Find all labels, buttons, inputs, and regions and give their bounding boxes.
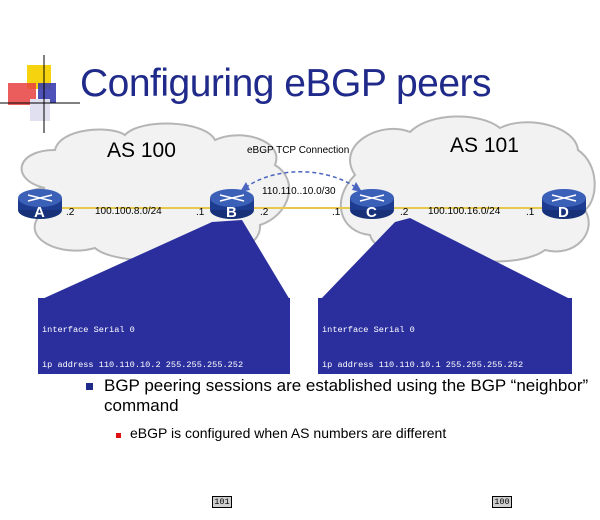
config-b-line4: network 100.100.8.0 mask 255.255.255.0 [42, 462, 244, 473]
bullet-marker [86, 383, 93, 390]
config-c-line1: interface Serial 0 [322, 325, 415, 335]
config-c-line5: neighbor 110.110.10.2 remote-as 100 [322, 496, 568, 509]
transit-network-label: 110.110..10.0/30 [262, 186, 336, 197]
router-a [18, 189, 62, 219]
decorative-logo [0, 55, 80, 133]
config-b-neighbor: neighbor 110.110.10.1 remote-as [42, 497, 213, 507]
router-b-letter: B [226, 204, 237, 221]
port-b-left: .1 [196, 207, 205, 218]
config-b-remote-as: 101 [212, 496, 232, 508]
config-c-remote-as: 100 [492, 496, 512, 508]
bullet-main: BGP peering sessions are established usi… [104, 376, 589, 415]
router-c [350, 189, 394, 219]
as-100-label: AS 100 [107, 139, 176, 162]
as-101-label: AS 101 [450, 134, 519, 157]
callout-c [320, 218, 572, 300]
config-box-router-c: interface Serial 0 ip address 110.110.10… [318, 298, 572, 508]
left-network-label: 100.100.8.0/24 [95, 206, 162, 217]
callout-b [40, 220, 290, 300]
router-d-letter: D [558, 204, 569, 221]
tcp-connection-label: eBGP TCP Connection [247, 145, 350, 156]
port-c-right: .2 [400, 207, 409, 218]
right-network-label: 100.100.16.0/24 [428, 206, 501, 217]
page-title: Configuring eBGP peers [80, 62, 492, 105]
config-box-router-b: interface Serial 0 ip address 110.110.10… [38, 298, 290, 508]
config-b-line3: router bgp 100 [42, 428, 115, 438]
network-diagram [18, 115, 596, 300]
config-c-line3: router bgp 101 [322, 428, 395, 438]
port-c-left: .1 [332, 207, 341, 218]
router-a-letter: A [34, 204, 45, 221]
router-b [210, 189, 254, 219]
port-a-right: .2 [66, 207, 75, 218]
config-c-line2: ip address 110.110.10.1 255.255.255.252 [322, 359, 524, 370]
config-c-line4: network 100.100.16.0 mask 255.255.255.0 [322, 462, 529, 473]
config-b-line5: neighbor 110.110.10.1 remote-as 101 [42, 496, 286, 509]
config-b-line2: ip address 110.110.10.2 255.255.255.252 [42, 359, 244, 370]
config-b-line1: interface Serial 0 [42, 325, 135, 335]
config-c-neighbor: neighbor 110.110.10.2 remote-as [322, 497, 493, 507]
port-d-left: .1 [526, 207, 535, 218]
router-d [542, 189, 586, 219]
router-c-letter: C [366, 204, 377, 221]
tcp-connection-arc [239, 171, 363, 193]
port-b-right: .2 [260, 207, 269, 218]
sub-bullet-marker [116, 433, 121, 438]
bullet-sub: eBGP is configured when AS numbers are d… [130, 425, 447, 441]
